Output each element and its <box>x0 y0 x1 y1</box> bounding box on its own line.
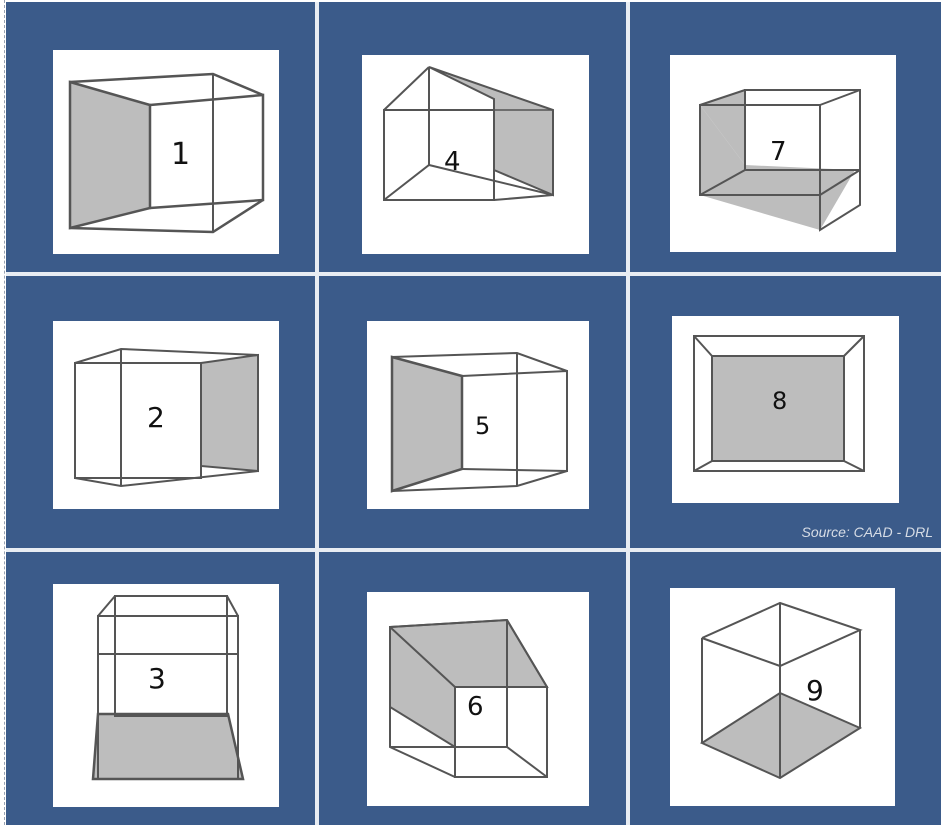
page-edge-dotted-line <box>4 0 5 825</box>
cube-figure-9 <box>670 588 895 806</box>
necker-cube-grid: 1 4 <box>6 2 941 825</box>
grid-cell: 6 <box>319 552 626 825</box>
grid-cell: 5 <box>319 276 626 548</box>
cube-figure-4 <box>362 55 589 254</box>
cube-card-8: 8 <box>672 316 899 503</box>
cube-card-9: 9 <box>670 588 895 806</box>
grid-cell: 7 <box>630 2 941 272</box>
grid-cell: 4 <box>319 2 626 272</box>
grid-cell: 1 <box>6 2 315 272</box>
cube-card-7: 7 <box>670 55 896 252</box>
cube-card-3: 3 <box>53 584 279 807</box>
panel-label-8: 8 <box>772 386 787 416</box>
grid-cell: 9 <box>630 552 941 825</box>
cube-figure-2 <box>53 321 279 509</box>
grid-cell: 3 <box>6 552 315 825</box>
panel-label-7: 7 <box>770 137 787 167</box>
cube-card-2: 2 <box>53 321 279 509</box>
cube-card-4: 4 <box>362 55 589 254</box>
panel-label-9: 9 <box>806 676 824 706</box>
panel-label-4: 4 <box>444 147 461 177</box>
panel-label-1: 1 <box>171 140 190 170</box>
grid-cell: 8 Source: CAAD - DRL <box>630 276 941 548</box>
panel-label-6: 6 <box>467 692 484 722</box>
cube-figure-1 <box>53 50 279 254</box>
grid-cell: 2 <box>6 276 315 548</box>
source-note: Source: CAAD - DRL <box>630 524 941 540</box>
cube-card-5: 5 <box>367 321 589 509</box>
panel-label-2: 2 <box>147 403 165 433</box>
cube-card-1: 1 <box>53 50 279 254</box>
panel-label-3: 3 <box>148 664 166 694</box>
cube-card-6: 6 <box>367 592 589 806</box>
cube-figure-3 <box>53 584 279 807</box>
panel-label-5: 5 <box>475 411 490 441</box>
